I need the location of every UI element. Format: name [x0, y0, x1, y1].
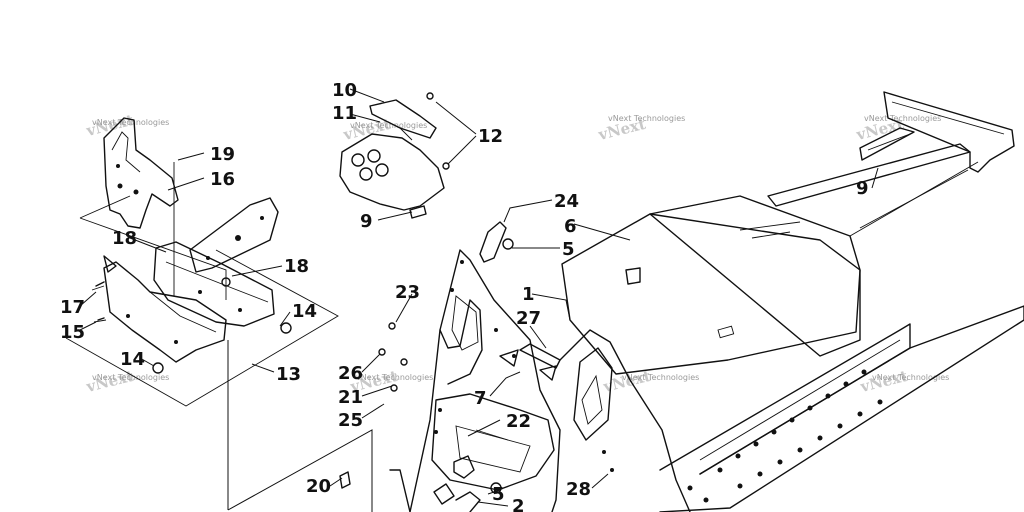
watermark-3: vNext vNext Technologies: [596, 114, 686, 144]
central-frame: [389, 221, 691, 512]
callout-20: 20: [306, 476, 331, 497]
callout-27: 27: [516, 308, 541, 329]
watermark-7: vNext vNext Technologies: [601, 367, 700, 396]
svg-text:vNext Technologies: vNext Technologies: [350, 121, 427, 130]
callouts: 10 11 12 9 19 16 18 18 17 15 14 14 13 24…: [60, 80, 869, 512]
upper-left-bracket: [79, 117, 279, 300]
callout-7: 7: [474, 388, 487, 409]
callout-17: 17: [60, 297, 85, 318]
callout-15: 15: [60, 322, 85, 343]
svg-text:vNext Technologies: vNext Technologies: [864, 114, 941, 123]
callout-5-bottom: 5: [492, 484, 505, 505]
callout-12: 12: [478, 126, 503, 147]
callout-13: 13: [276, 364, 301, 385]
callout-22: 22: [506, 411, 531, 432]
watermark-5: vNext vNext Technologies: [84, 367, 170, 396]
callout-11: 11: [332, 103, 357, 124]
callout-28: 28: [566, 479, 591, 500]
svg-text:vNext Technologies: vNext Technologies: [622, 373, 699, 382]
callout-2: 2: [512, 496, 525, 512]
callout-9-right: 9: [856, 178, 869, 199]
top-bracket: [339, 92, 450, 219]
svg-text:vNext Technologies: vNext Technologies: [356, 373, 433, 382]
tunnel-and-rails: [561, 91, 1024, 512]
callout-5-top: 5: [562, 239, 575, 260]
svg-text:vNext Technologies: vNext Technologies: [92, 118, 169, 127]
callout-21: 21: [338, 387, 363, 408]
svg-text:vNext Technologies: vNext Technologies: [608, 114, 685, 123]
callout-14-left: 14: [120, 349, 145, 370]
callout-19: 19: [210, 144, 235, 165]
footboard-holes: [687, 369, 883, 503]
svg-text:vNext Technologies: vNext Technologies: [872, 373, 949, 382]
fasteners: [95, 281, 408, 489]
callout-18-right: 18: [284, 256, 309, 277]
callout-25: 25: [338, 410, 363, 431]
leader-lines: [79, 88, 879, 512]
callout-1: 1: [522, 284, 535, 305]
callout-24: 24: [554, 191, 579, 212]
callout-10: 10: [332, 80, 357, 101]
callout-23: 23: [395, 282, 420, 303]
callout-6: 6: [564, 216, 577, 237]
callout-14-right: 14: [292, 301, 317, 322]
callout-9-top: 9: [360, 211, 373, 232]
callout-18-left: 18: [112, 228, 137, 249]
svg-text:vNext Technologies: vNext Technologies: [92, 373, 169, 382]
left-plate-assembly: [65, 162, 339, 407]
watermark-1: vNext vNext Technologies: [84, 111, 170, 140]
callout-26: 26: [338, 363, 363, 384]
callout-16: 16: [210, 169, 235, 190]
